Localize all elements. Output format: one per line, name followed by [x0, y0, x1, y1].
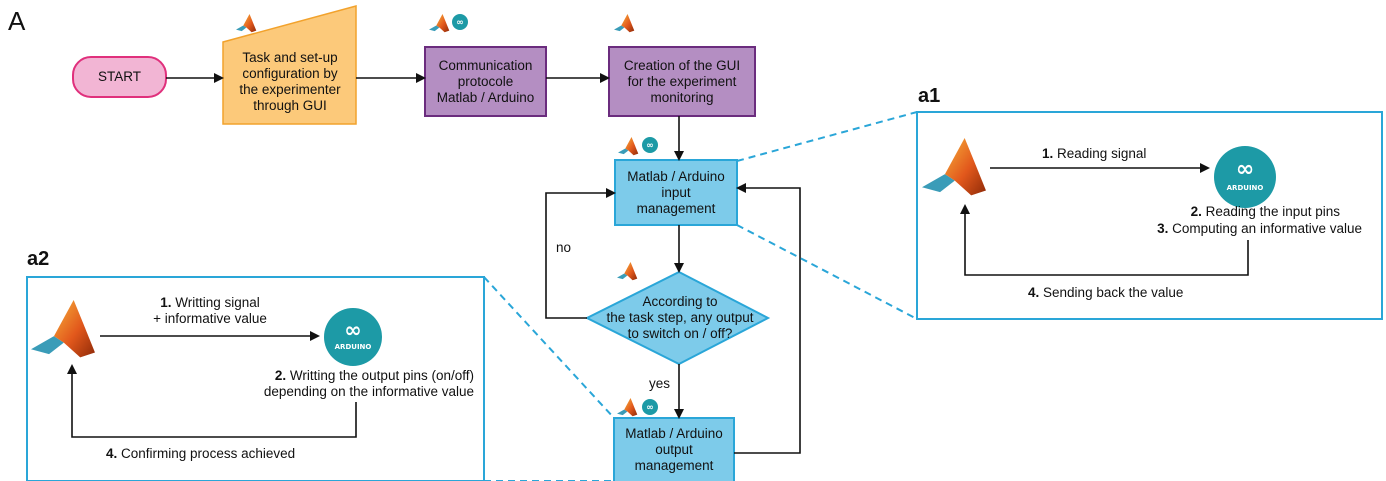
output-management-label: Matlab / Arduino output management: [614, 418, 734, 481]
output-line-1: Matlab / Arduino: [625, 425, 723, 441]
svg-text:∞: ∞: [646, 403, 654, 413]
arduino-wordmark-a1: ARDUINO: [1226, 184, 1264, 192]
output-line-2: output: [655, 441, 693, 457]
gui-creation-node: [608, 46, 756, 117]
decision-line-1: According to: [642, 294, 718, 309]
communication-label: Communication protocole Matlab / Arduino: [425, 47, 546, 116]
task-line-3: the experimenter: [239, 82, 341, 97]
gui-creation-label: Creation of the GUI for the experiment m…: [609, 47, 755, 116]
start-text: START: [97, 69, 141, 84]
a1-arrow-sendback: [960, 204, 1249, 276]
panel-label: A: [8, 6, 26, 36]
a1-step2: 2. Reading the input pins: [1190, 204, 1340, 219]
input-line-2: input: [661, 184, 691, 200]
matlab-icon-input: [618, 137, 639, 156]
decision-line-2: the task step, any output: [606, 310, 754, 325]
gui-line-1: Creation of the GUI: [623, 57, 741, 73]
comm-line-3: Matlab / Arduino: [436, 89, 535, 105]
a1-connector-bottom: [736, 224, 918, 320]
task-line-4: through GUI: [253, 98, 327, 113]
matlab-icon-comm: [429, 14, 450, 33]
matlab-icon-task: [236, 14, 257, 33]
arduino-icon-a2: ∞ ARDUINO: [324, 308, 382, 366]
task-line-2: configuration by: [242, 66, 338, 81]
matlab-icon-output: [617, 398, 638, 417]
no-label: no: [556, 240, 572, 255]
arduino-wordmark-a2: ARDUINO: [334, 343, 372, 351]
comm-line-1: Communication: [438, 57, 533, 73]
a2-step1: 1. Writting signal + informative value: [153, 295, 267, 326]
a1-step1: 1. Reading signal: [1042, 146, 1147, 161]
communication-node: [424, 46, 547, 117]
arrow-decision-no-loop: [545, 188, 616, 319]
gui-line-3: monitoring: [650, 89, 714, 105]
svg-text:∞: ∞: [456, 18, 464, 28]
a1-tag: a1: [918, 85, 941, 107]
comm-line-2: protocole: [457, 73, 514, 89]
arduino-icon-input: ∞: [642, 137, 658, 153]
task-line-1: Task and set-up: [242, 50, 338, 65]
output-line-3: management: [634, 457, 714, 473]
decision-label: According to the task step, any output t…: [597, 292, 763, 344]
decision-line-3: to switch on / off?: [627, 326, 733, 341]
a1-connector-top: [736, 111, 918, 162]
input-line-1: Matlab / Arduino: [627, 168, 725, 184]
task-config-label: Task and set-up configuration by the exp…: [226, 40, 354, 124]
task-config-node: [222, 5, 357, 125]
arduino-icon-comm: ∞: [452, 14, 468, 30]
start-label: START: [73, 57, 166, 97]
input-line-3: management: [636, 200, 716, 216]
a2-step2: 2. Writting the output pins (on/off) dep…: [263, 368, 474, 399]
matlab-icon-decision: [617, 262, 638, 281]
arduino-icon-output: ∞: [642, 399, 658, 415]
gui-line-2: for the experiment: [627, 73, 737, 89]
panel-a1-box: [916, 111, 1383, 320]
a2-tag: a2: [27, 248, 50, 270]
a2-connector-top: [483, 276, 615, 419]
matlab-icon-gui: [614, 14, 635, 33]
start-node: [72, 56, 167, 98]
arduino-icon-a1: ∞ ARDUINO: [1214, 146, 1276, 208]
a2-arrow-confirm: [67, 364, 357, 438]
a1-step3: 3. Computing an informative value: [1157, 221, 1362, 236]
svg-text:∞: ∞: [646, 141, 654, 151]
yes-label: yes: [649, 376, 671, 391]
a1-step4: 4. Sending back the value: [1028, 285, 1184, 300]
a2-step4: 4. Confirming process achieved: [106, 446, 296, 461]
arrow-output-back-loop: [734, 183, 801, 454]
input-management-label: Matlab / Arduino input management: [615, 160, 737, 225]
panel-a2-box: [26, 276, 485, 481]
